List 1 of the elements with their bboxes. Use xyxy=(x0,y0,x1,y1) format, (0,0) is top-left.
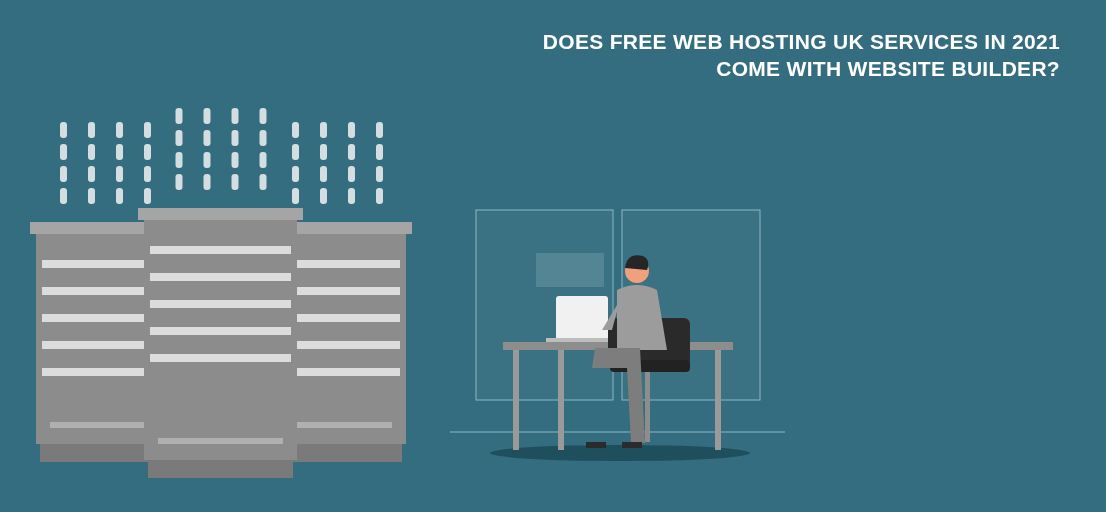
title: DOES FREE WEB HOSTING UK SERVICES IN 2021 COME WITH WEBSITE BUILDER? xyxy=(541,29,1060,82)
